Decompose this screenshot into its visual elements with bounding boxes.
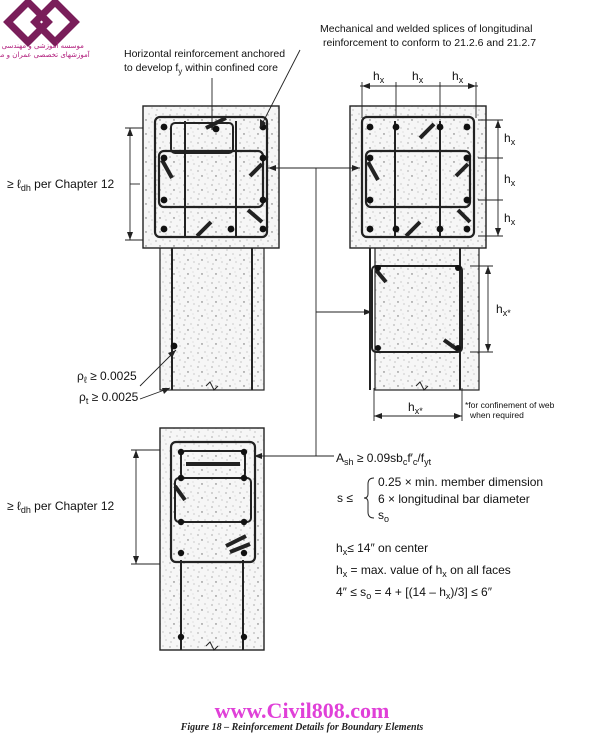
formula-so-range: 4″ ≤ so = 4 + [(14 – hx)/3] ≤ 6″ — [336, 585, 493, 601]
hook — [225, 534, 247, 548]
hook — [205, 116, 227, 130]
hook — [195, 220, 213, 238]
label-splices-2: reinforcement to conform to 21.2.6 and 2… — [323, 37, 536, 49]
label-hx-top-3: hx — [452, 69, 464, 85]
formula-s-option-3: so — [378, 508, 389, 524]
label-hx-top-1: hx — [373, 69, 385, 85]
hook — [173, 484, 187, 502]
web-wall-right — [374, 247, 480, 391]
break-mark — [205, 381, 219, 391]
hook — [248, 162, 264, 178]
formula-hx-max: hx = max. value of hx on all faces — [336, 563, 511, 579]
formula-s-le: s ≤ — [337, 491, 353, 505]
crosstie-hoop — [364, 149, 472, 209]
web-hoop — [371, 265, 463, 353]
label-hx-right-2: hx — [504, 172, 516, 188]
dimension-lines — [125, 49, 503, 565]
crosstie-hoop — [157, 149, 265, 209]
watermark: www.Civil808.com — [215, 698, 390, 723]
label-splices: Mechanical and welded splices of longitu… — [320, 23, 532, 35]
label-horizontal-reinforcement: Horizontal reinforcement anchored — [124, 48, 285, 60]
hook — [456, 208, 472, 224]
perimeter-hoop — [360, 115, 476, 239]
hook — [418, 122, 436, 140]
boundary-element-bottom — [159, 427, 265, 651]
label-ldh-top: ≥ ℓdh per Chapter 12 — [7, 177, 115, 193]
label-ldh-bottom: ≥ ℓdh per Chapter 12 — [7, 499, 115, 515]
label-rho-t: ρt ≥ 0.0025 — [79, 390, 139, 406]
logo-diamond-right — [30, 0, 80, 47]
label-rho-l: ρℓ ≥ 0.0025 — [77, 369, 137, 385]
hook — [404, 220, 422, 238]
hook — [229, 542, 251, 554]
longitudinal-bars-left — [160, 123, 267, 350]
label-hx-top-2: hx — [412, 69, 424, 85]
hook — [454, 162, 470, 178]
label-web-note: *for confinement of web — [465, 400, 555, 410]
hook — [246, 208, 264, 224]
label-hx-right-3: hx — [504, 211, 516, 227]
formula-s-option-2: 6 × longitudinal bar diameter — [378, 492, 530, 506]
logo-diamond-left — [3, 0, 53, 47]
logo-text-2: آموزشهای تخصصی عمران و معماری — [0, 50, 91, 59]
break-mark — [415, 381, 429, 391]
boundary-block-bottom — [159, 427, 265, 651]
logo: موسسه آموزشی و مهندسی ۸۰۸ آموزشهای تخصصی… — [0, 0, 91, 59]
inner-hoop — [170, 122, 234, 154]
arrowheads — [127, 83, 501, 564]
crosstie-hoop — [174, 477, 252, 523]
label-hx-right-1: hx — [504, 131, 516, 147]
longitudinal-bars-right — [366, 123, 471, 351]
formula-ash: Ash ≥ 0.09sbcf′c/fyt — [336, 451, 432, 467]
label-web-note-2: when required — [469, 410, 524, 420]
boundary-element-top-left — [142, 105, 280, 391]
hook — [160, 159, 174, 179]
hook — [374, 268, 388, 284]
perimeter-hoop — [169, 440, 257, 564]
web-wall-left — [159, 247, 265, 391]
perimeter-hoop — [153, 115, 269, 239]
hook — [366, 161, 380, 181]
formula-s-option-1: 0.25 × min. member dimension — [378, 475, 543, 489]
label-hx-star-horizontal: hx* — [408, 400, 423, 416]
figure-caption: Figure 18 – Reinforcement Details for Bo… — [180, 722, 424, 733]
logo-text-1: موسسه آموزشی و مهندسی ۸۰۸ — [0, 41, 84, 50]
label-hx-star-vertical: hx* — [496, 302, 511, 318]
longitudinal-bars-bottom — [177, 448, 248, 641]
label-horizontal-reinforcement-2: to develop fy within confined core — [124, 62, 278, 76]
brace — [363, 477, 375, 519]
break-mark — [205, 641, 219, 651]
boundary-element-top-right — [349, 105, 487, 391]
formula-hx-limit: hx≤ 14″ on center — [336, 541, 428, 557]
